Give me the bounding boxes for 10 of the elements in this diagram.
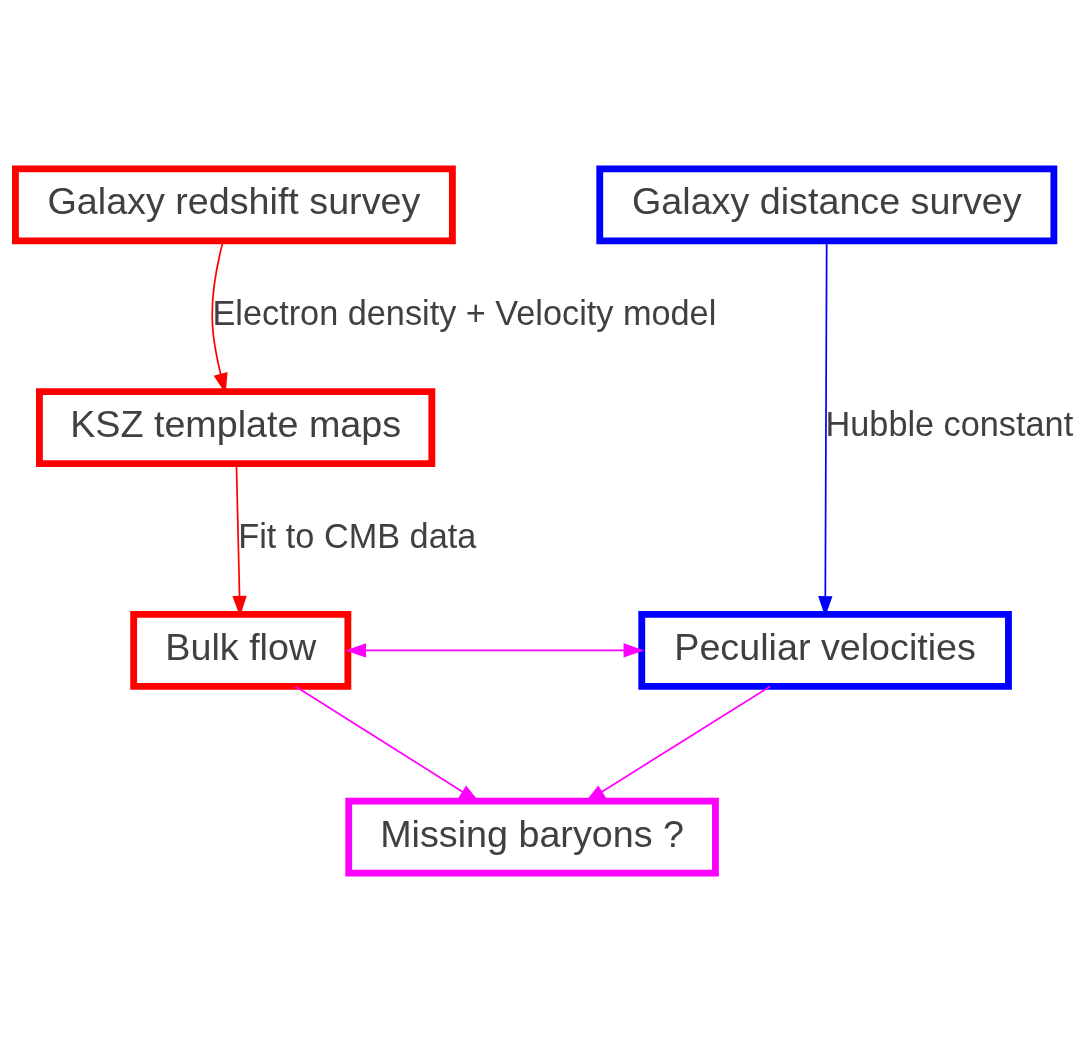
- node-box: KSZ template maps: [36, 387, 436, 467]
- node-box: Bulk flow: [130, 610, 352, 690]
- node-box: Galaxy distance survey: [596, 164, 1058, 244]
- node-box: Missing baryons ?: [345, 797, 719, 877]
- edge-label: Fit to CMB data: [238, 516, 477, 555]
- edge-label: Hubble constant: [825, 404, 1074, 443]
- edge-label: Electron density + Velocity model: [212, 293, 717, 332]
- node-box: Peculiar velocities: [638, 610, 1012, 690]
- arrow: [345, 642, 645, 658]
- node-box: Galaxy redshift survey: [12, 164, 456, 244]
